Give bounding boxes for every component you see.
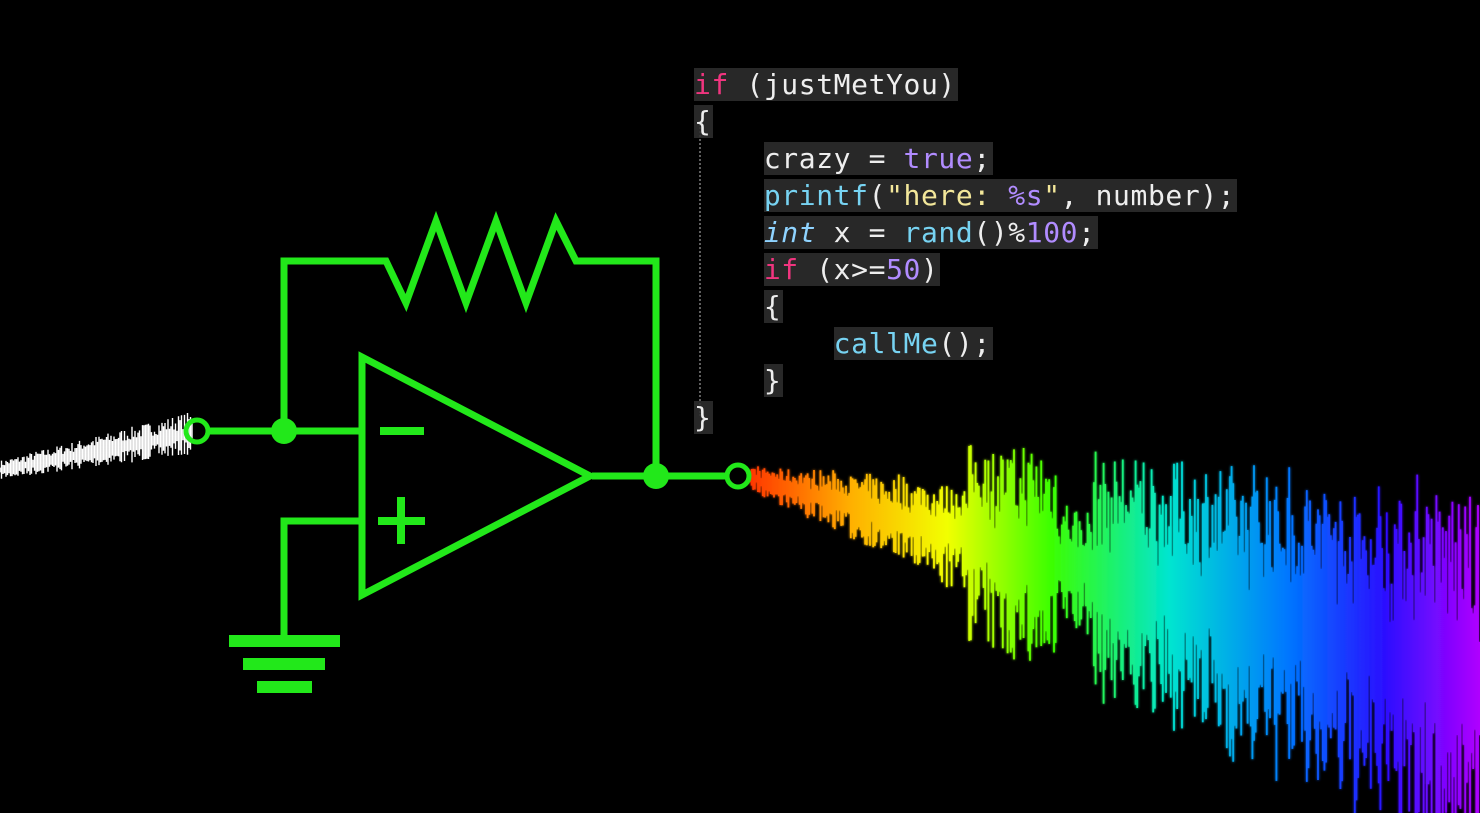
- ground-bar-2: [243, 658, 325, 670]
- output-junction-dot: [643, 463, 669, 489]
- code-line: crazy = true;: [694, 140, 1237, 177]
- code-token: "here:: [886, 179, 1009, 212]
- code-line: int x = rand()%100;: [694, 214, 1237, 251]
- code-token: {: [694, 105, 712, 138]
- feedback-wire: [280, 210, 660, 476]
- code-line-text: if (x>=50): [763, 253, 941, 286]
- code-token: if: [694, 68, 729, 101]
- code-line-text: {: [694, 105, 714, 138]
- code-token: 100: [1025, 216, 1079, 249]
- code-line: }: [694, 399, 1237, 436]
- code-line: }: [694, 362, 1237, 399]
- code-line: {: [694, 288, 1237, 325]
- ground-wire: [280, 517, 360, 640]
- code-snippet: if (justMetYou) { crazy = true; printf("h…: [694, 66, 1238, 436]
- code-token: rand: [903, 216, 974, 249]
- indent-guide: [699, 124, 701, 416]
- code-token: int: [763, 216, 817, 249]
- input-junction-dot: [271, 418, 297, 444]
- code-token: ()%: [973, 216, 1026, 249]
- code-line-text: {: [763, 290, 784, 323]
- output-waveform: [749, 445, 1480, 813]
- code-line: if (x>=50): [694, 251, 1237, 288]
- code-token: }: [763, 364, 782, 397]
- code-token: printf: [763, 179, 869, 212]
- code-token: , number);: [1060, 179, 1236, 212]
- input-waveform: [0, 413, 193, 479]
- opamp-minus-sign: [380, 427, 424, 435]
- code-token: {: [763, 290, 782, 323]
- opamp-triangle: [358, 351, 598, 601]
- code-token: x =: [816, 216, 904, 249]
- code-token: ();: [938, 327, 991, 360]
- code-token: callMe: [833, 327, 939, 360]
- code-token: true: [903, 142, 974, 175]
- code-line-text: printf("here: %s", number);: [763, 179, 1238, 212]
- code-token: ): [920, 253, 939, 286]
- output-signal-trace: [749, 445, 1480, 813]
- code-line: printf("here: %s", number);: [694, 177, 1238, 214]
- code-token: crazy =: [763, 142, 904, 175]
- output-terminal: [724, 462, 752, 490]
- ground-bar-1: [229, 635, 340, 647]
- code-line-text: }: [694, 401, 714, 434]
- code-token: (justMetYou): [728, 68, 956, 101]
- code-token: }: [694, 401, 712, 434]
- code-token: if: [763, 253, 799, 286]
- code-line-text: }: [763, 364, 784, 397]
- code-line-text: if (justMetYou): [694, 68, 958, 101]
- code-line-text: callMe();: [833, 327, 993, 360]
- code-token: (x>=: [798, 253, 887, 286]
- code-token: (: [868, 179, 887, 212]
- input-noise-trace: [0, 413, 193, 479]
- ground-bar-3: [257, 681, 312, 693]
- input-terminal: [183, 417, 211, 445]
- code-token: ": [1043, 179, 1061, 212]
- code-line: if (justMetYou): [694, 66, 1237, 103]
- code-line: {: [694, 103, 1237, 140]
- code-token: ;: [973, 142, 991, 175]
- code-line-text: int x = rand()%100;: [763, 216, 1098, 249]
- code-line: callMe();: [694, 325, 1237, 362]
- code-token: ;: [1078, 216, 1096, 249]
- code-token: 50: [886, 253, 921, 286]
- opamp-plus-sign-v: [397, 497, 405, 544]
- code-line-text: crazy = true;: [763, 142, 993, 175]
- code-token: %s: [1008, 179, 1044, 212]
